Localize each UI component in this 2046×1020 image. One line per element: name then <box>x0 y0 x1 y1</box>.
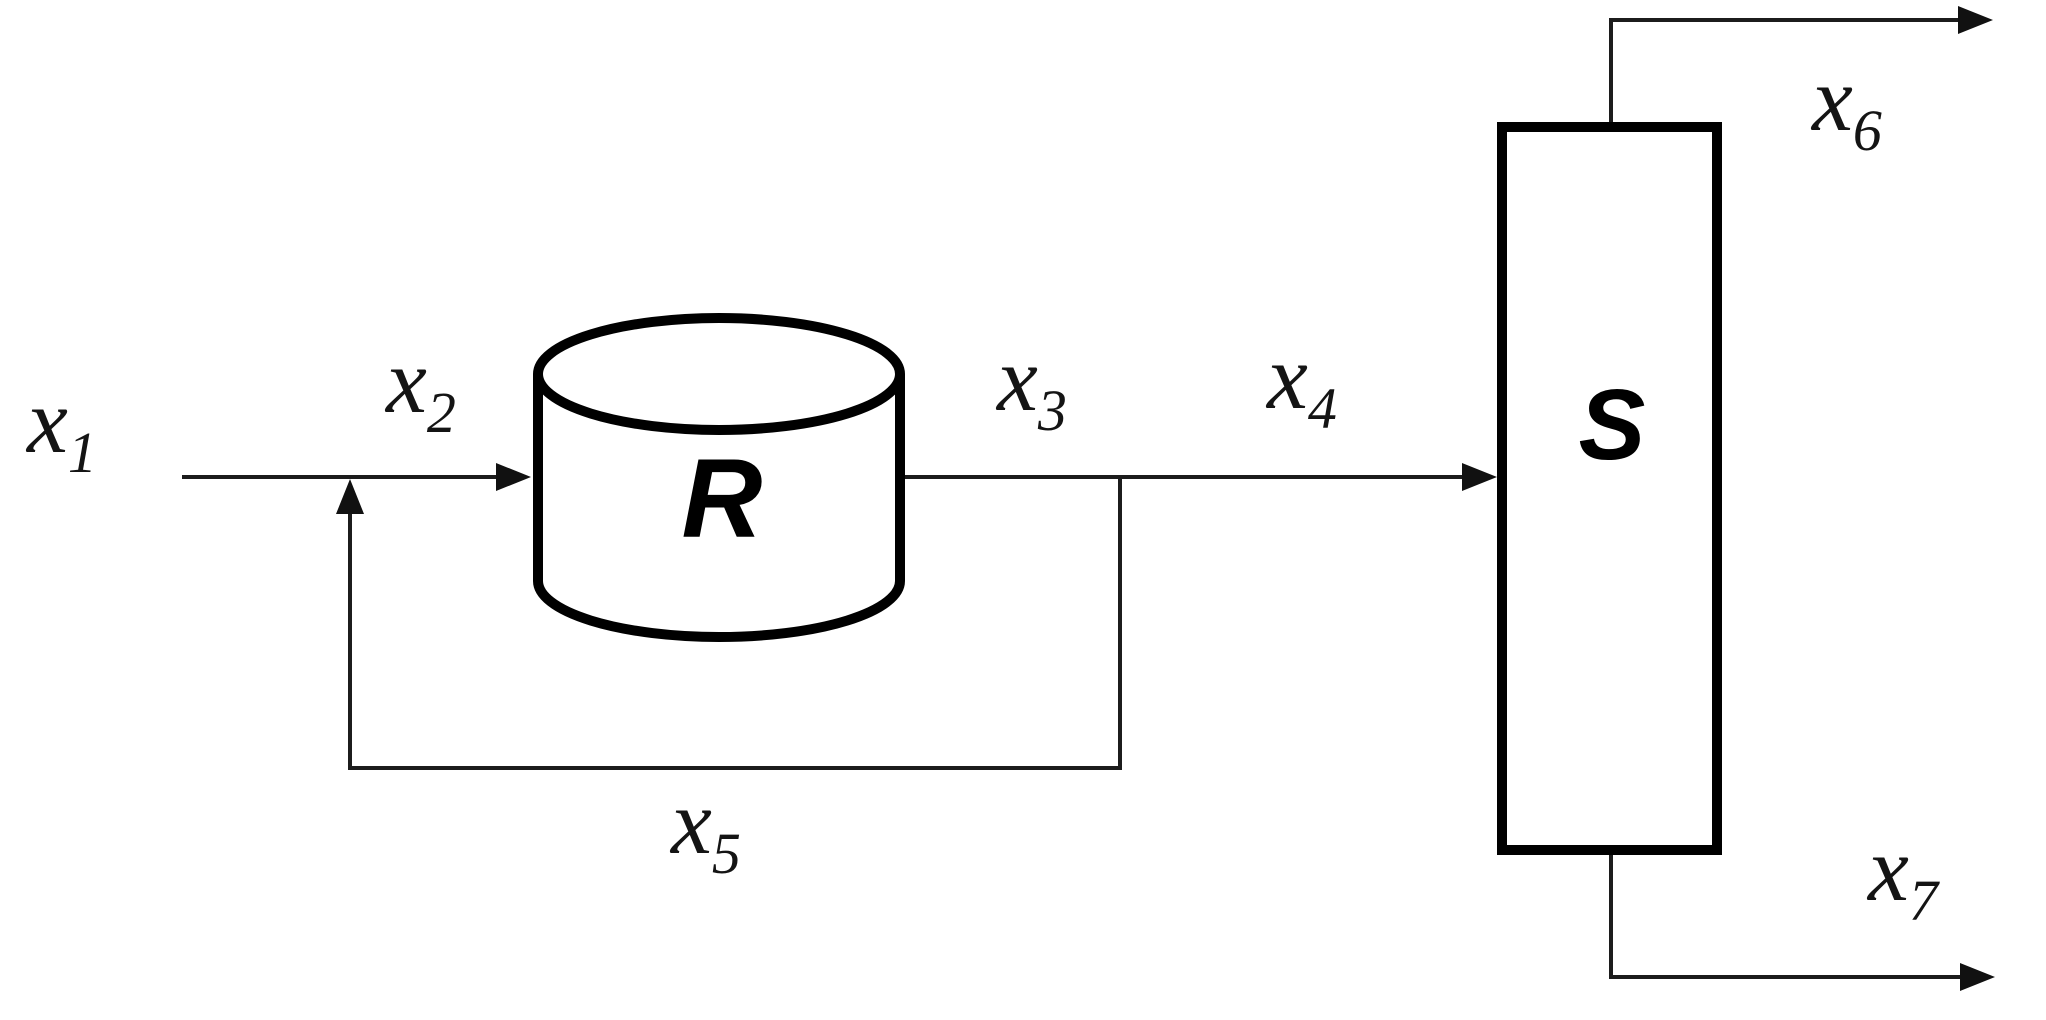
reactor-unit: R <box>533 313 905 642</box>
stream-x6-line <box>1609 18 1958 122</box>
reactor-cylinder-top <box>533 313 905 435</box>
reactor-inlet-arrowhead-icon <box>496 463 531 491</box>
separator-column-body <box>1497 122 1722 855</box>
stream-x5-recycle-line <box>348 477 1122 770</box>
stream-label-x7: x7 <box>1866 818 1940 933</box>
separator-unit: S <box>1497 122 1722 855</box>
reactor-label: R <box>682 436 763 561</box>
separator-inlet-arrowhead-icon <box>1462 463 1497 491</box>
stream-label-x4: x4 <box>1265 326 1337 441</box>
stream-label-x5: x5 <box>669 771 741 886</box>
stream-x7-line <box>1609 855 1960 979</box>
stream-label-x2: x2 <box>384 330 456 445</box>
stream-label-x6: x6 <box>1810 48 1882 163</box>
reactor-cylinder-body <box>533 374 905 642</box>
stream-label-x1: x1 <box>25 370 97 485</box>
stream-label-x3: x3 <box>995 328 1067 443</box>
recycle-junction-arrowhead-icon <box>336 479 364 514</box>
separator-label: S <box>1579 369 1646 481</box>
top-product-arrowhead-icon <box>1958 6 1993 34</box>
bottom-product-arrowhead-icon <box>1960 963 1995 991</box>
